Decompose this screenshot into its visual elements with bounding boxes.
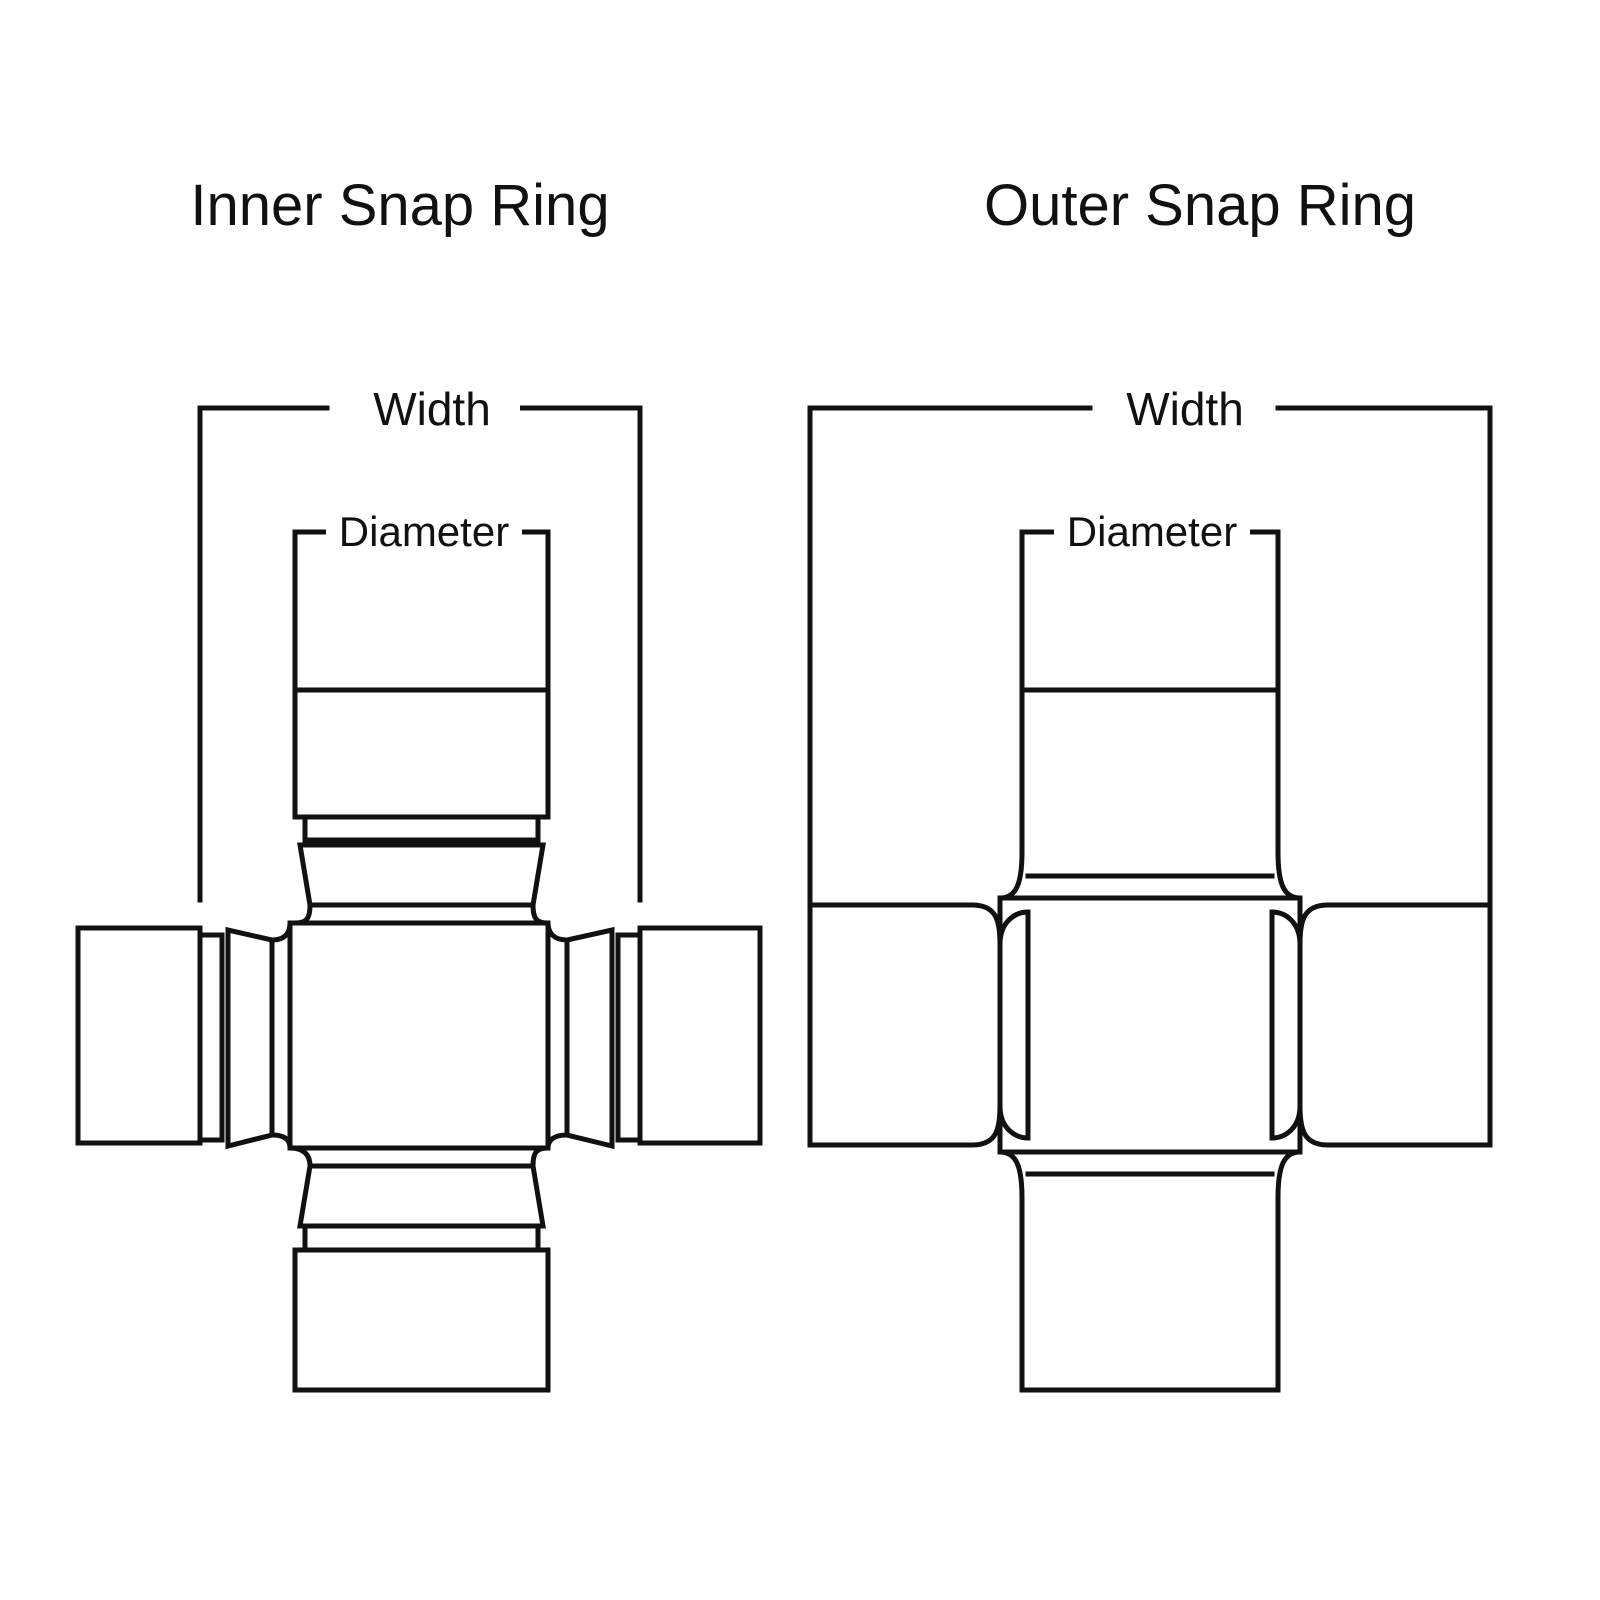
diameter-label-mask [326, 500, 522, 558]
top-cap-body [999, 687, 1301, 901]
width-dimension-inner [197, 405, 643, 903]
diameter-extension-right [513, 529, 551, 693]
bottom-cap-body [292, 1247, 551, 1393]
width-label-inner: Width [373, 383, 491, 435]
left-trunnion-shoulder [269, 922, 293, 1149]
top-snap-ring-groove [302, 814, 541, 843]
diameter-label-outer: Diameter [1067, 508, 1237, 555]
bottom-bearing-cap-assembly-inner [289, 1145, 551, 1393]
width-label-mask [1098, 375, 1273, 439]
left-cap-body [75, 925, 203, 1146]
right-snap-ring-groove [615, 932, 643, 1143]
left-arm-shoulder-outer [997, 909, 1031, 1141]
top-bearing-cap-assembly-inner [292, 687, 551, 926]
top-trunnion-shoulder [294, 902, 549, 926]
left-inner-snap-ring-band [225, 926, 275, 1150]
inner-joint-geometry [75, 405, 763, 1393]
center-cross-body-inner [287, 920, 551, 1151]
width-extension-left [197, 405, 330, 903]
outer-joint-geometry [807, 405, 1493, 1393]
diameter-dimension-outer [1019, 529, 1281, 693]
top-cap-body [292, 687, 551, 820]
bottom-trunnion-shoulder [289, 1145, 549, 1169]
top-bearing-cap-assembly-outer [999, 687, 1301, 901]
right-arm-cap-outer [1297, 902, 1493, 1148]
width-dimension-outer [807, 405, 1493, 903]
figure-title-inner: Inner Snap Ring [190, 173, 610, 238]
diameter-label-inner: Diameter [339, 508, 509, 555]
width-extension-right [1275, 405, 1493, 903]
right-arm-shoulder-outer [1269, 909, 1303, 1141]
bottom-bearing-cap-assembly-outer [999, 1149, 1301, 1393]
left-arm-assembly-inner [75, 922, 293, 1150]
right-inner-snap-ring-band [564, 926, 615, 1150]
diameter-extension-left [1019, 529, 1061, 693]
figure-inner-snap-ring: Inner Snap Ring [75, 173, 763, 1393]
center-cross-body-outer [997, 895, 1303, 1155]
right-trunnion-shoulder [545, 922, 570, 1149]
right-arm-assembly-inner [545, 922, 763, 1150]
figure-title-outer: Outer Snap Ring [983, 173, 1417, 238]
bottom-snap-ring-groove [302, 1223, 541, 1253]
width-extension-right [517, 405, 643, 903]
right-cap-body [637, 925, 763, 1146]
outer-snap-ring-drawing: Width Diameter [807, 375, 1493, 1393]
width-extension-left [807, 405, 1093, 903]
width-label-outer: Width [1126, 383, 1244, 435]
left-snap-ring-groove [197, 932, 225, 1143]
diameter-label-mask [1054, 500, 1250, 558]
diameter-extension-right [1241, 529, 1281, 693]
diameter-extension-left [292, 529, 333, 693]
width-label-mask [345, 375, 520, 439]
diameter-dimension-inner [292, 529, 551, 693]
top-inner-snap-ring-band [297, 842, 546, 908]
figure-outer-snap-ring: Outer Snap Ring [800, 0, 1600, 1600]
bottom-cap-body [999, 1149, 1301, 1393]
bottom-inner-snap-ring-band [297, 1163, 546, 1229]
inner-snap-ring-drawing: Width Diameter [75, 375, 763, 1393]
left-arm-cap-outer [807, 902, 1003, 1148]
outer-dimension-labels: Width Diameter [1054, 375, 1273, 558]
inner-dimension-labels: Width Diameter [326, 375, 522, 558]
